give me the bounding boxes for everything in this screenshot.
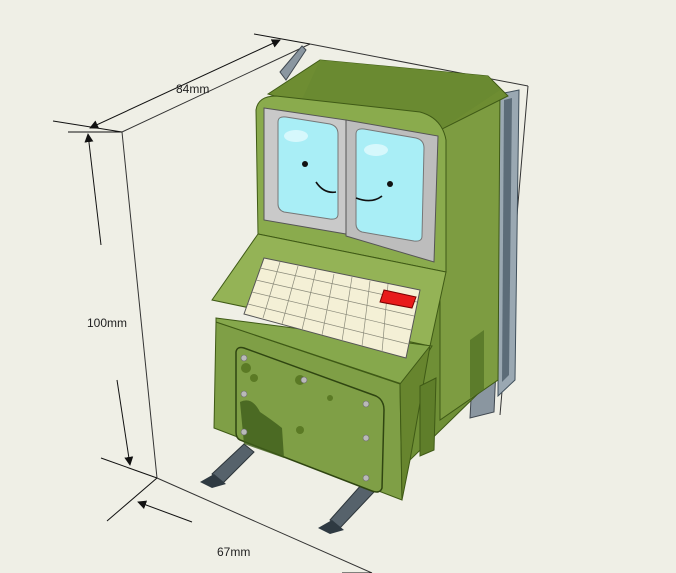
- face-screens: [263, 107, 439, 263]
- dimension-lines: [52, 33, 372, 573]
- width-label: 67mm: [217, 545, 251, 559]
- robot-legs: [200, 443, 375, 534]
- depth-dimension-line: [89, 39, 281, 129]
- width-dimension-line: [137, 500, 193, 523]
- depth-label: 84mm: [176, 82, 210, 96]
- left-screen: [277, 116, 339, 220]
- right-eye: [387, 181, 393, 187]
- red-key: [379, 289, 417, 309]
- access-door: [235, 346, 385, 493]
- smile-right: [355, 195, 383, 202]
- height-dimension-line-bottom: [116, 379, 134, 466]
- smile-left: [315, 181, 337, 194]
- side-rails: [279, 45, 520, 419]
- height-dimension-line-top: [84, 133, 102, 246]
- left-eye: [302, 161, 308, 167]
- rivets: [240, 354, 370, 482]
- height-label: 100mm: [87, 316, 128, 330]
- keyboard: [243, 257, 421, 359]
